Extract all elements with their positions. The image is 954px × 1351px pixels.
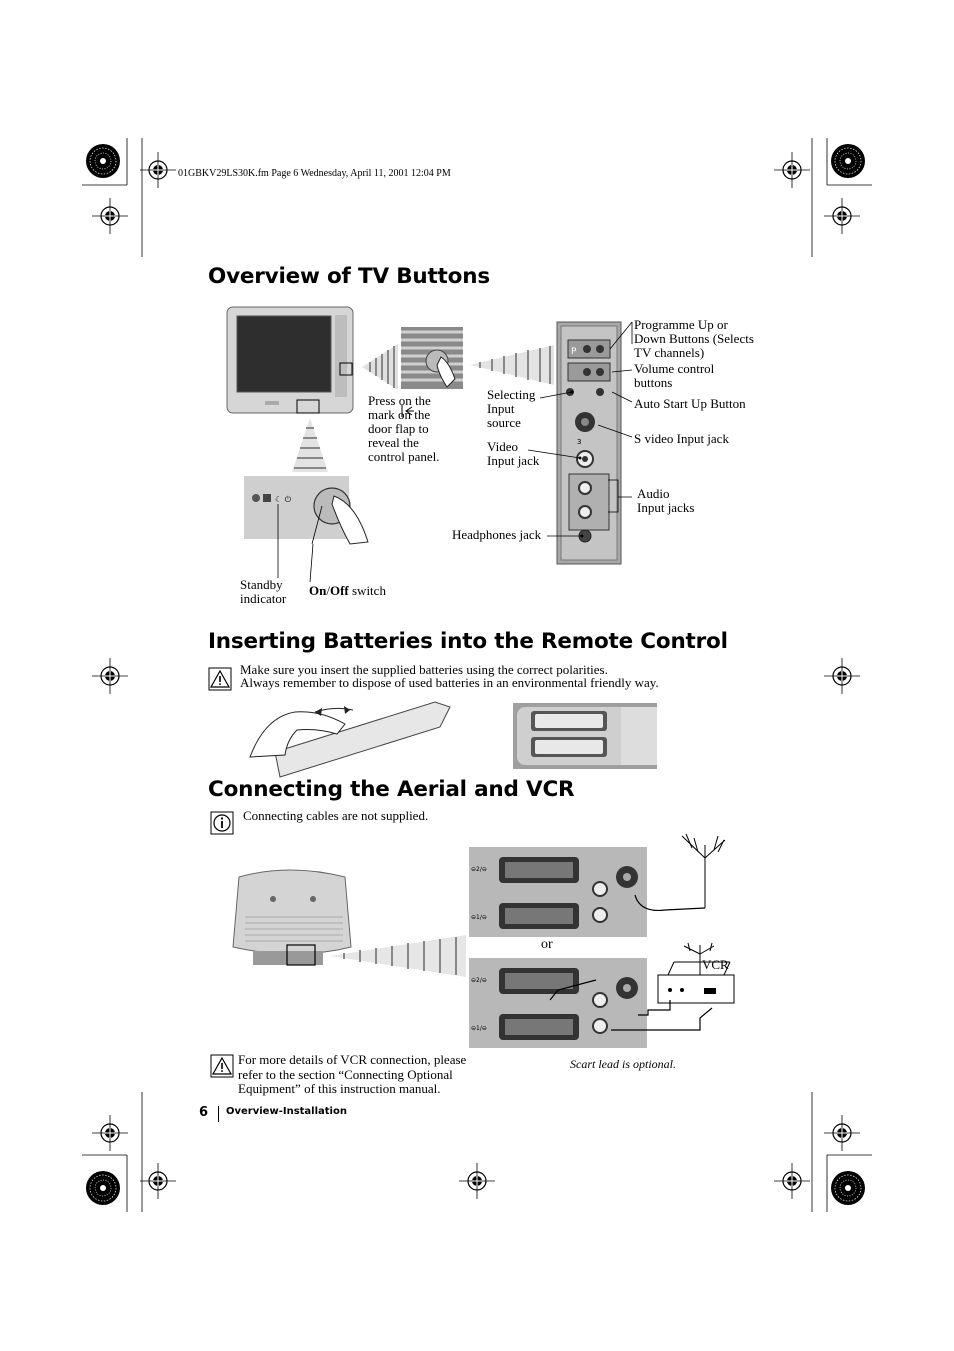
aerial-cable-diagram [549,833,735,1031]
flap-mark-icon [401,405,414,417]
cables-note: Connecting cables are not supplied. [243,808,429,823]
label-programme-buttons: Programme Up or Down Buttons (Selects TV… [634,317,754,360]
on-off-callout-lines [277,543,314,583]
registration-mark-icon [823,1114,861,1152]
file-info-header: 01GBKV29LS30K.fm Page 6 Wednesday, April… [178,168,451,179]
vcr-connection-note: For more details of VCR connection, plea… [238,1052,467,1096]
hand-icon [331,495,369,545]
panel-callout-lines [527,321,633,538]
registration-mark-icon [773,1162,811,1200]
battery-compartment-photo [513,703,657,769]
label-s-video: S video Input jack [634,431,729,446]
svg-text:3: 3 [577,438,581,446]
press-note: Press on the mark on the door flap to re… [368,393,440,464]
warning-icon [208,667,232,691]
control-panel-illustration: P 3 [556,321,622,565]
remote-hand-illustration [249,701,451,778]
zoom-funnel-down [292,418,328,472]
label-headphones: Headphones jack [452,527,542,542]
antenna-icon [683,942,715,975]
label-selecting-input: Selecting Input source [487,387,536,430]
sunburst-mark-icon [830,1170,866,1206]
aerial-title: Connecting the Aerial and VCR [208,777,575,802]
battery-note-line2: Always remember to dispose of used batte… [240,675,659,690]
registration-mark-icon [91,1114,129,1152]
label-auto-start: Auto Start Up Button [634,396,746,411]
footer-divider [218,1106,219,1122]
svg-text:⊖2/⊖: ⊖2/⊖ [471,977,487,984]
hand-icon [436,356,456,388]
svg-text:P: P [571,347,577,357]
tv-back-illustration [232,869,352,966]
label-audio-input: Audio Input jacks [637,486,695,515]
label-on-off: On/Off switch [309,583,386,598]
label-volume-buttons: Volume control buttons [634,361,715,390]
label-video-input: Video Input jack [487,439,540,468]
vcr-label: VCR [702,957,729,972]
svg-text:⊖1/⊖: ⊖1/⊖ [471,1025,487,1032]
svg-text:☾ ⏻: ☾ ⏻ [275,495,292,504]
sunburst-mark-icon [85,1170,121,1206]
page-number: 6 [199,1105,209,1120]
zoom-funnel-left [470,345,554,385]
info-icon [210,811,234,835]
or-label: or [541,937,553,952]
scart-note: Scart lead is optional. [570,1057,676,1071]
overview-title: Overview of TV Buttons [208,264,490,289]
zoom-funnel-right [362,344,398,390]
registration-mark-icon [458,1162,496,1200]
antenna-icon [681,833,726,908]
rear-panel-photo-1: ⊖2/⊖ ⊖1/⊖ [469,847,647,937]
batteries-title: Inserting Batteries into the Remote Cont… [208,629,728,654]
tv-front-illustration [226,306,354,414]
registration-mark-icon [139,1162,177,1200]
label-standby: Standby indicator [240,577,287,606]
zoom-funnel-back [330,935,466,977]
footer-section: Overview-Installation [226,1106,347,1117]
svg-text:⊖2/⊖: ⊖2/⊖ [471,866,487,873]
svg-text:⊖1/⊖: ⊖1/⊖ [471,914,487,921]
battery-note-line1: Make sure you insert the supplied batter… [240,662,608,677]
door-flap-photo [401,327,463,389]
on-off-switch-photo: ☾ ⏻ [244,476,369,545]
rear-panel-photo-2: ⊖2/⊖ ⊖1/⊖ [469,958,647,1048]
warning-icon [210,1054,234,1078]
